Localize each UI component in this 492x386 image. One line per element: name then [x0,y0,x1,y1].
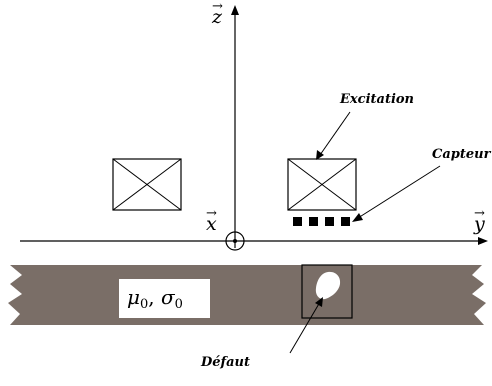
sigma-symbol: σ [161,285,175,309]
x-axis-dot [233,239,237,243]
z-vector-arrow: → [212,0,223,14]
defect-window [301,264,353,319]
defaut-label: Défaut [201,355,251,370]
excitation-leader-arrowhead [316,150,324,160]
defaut-leader-arrowhead [315,297,323,307]
defaut-leader [289,301,321,354]
mu-symbol: μ [127,285,140,309]
material-properties: μ0, σ0 [127,285,183,312]
x-axis-label: → x [206,206,217,235]
material-label-box [119,279,210,318]
coil-right-excitation [287,158,357,211]
z-label-text: z [212,6,223,28]
capteur-leader [357,165,441,219]
x-vector-arrow: → [206,206,217,221]
y-axis-arrowhead [478,237,488,245]
capteur-leader-arrowhead [352,213,363,222]
z-axis-label: → z [212,0,223,28]
sigma-subscript: 0 [174,297,183,312]
y-vector-arrow: → [474,206,485,221]
x-axis-out-of-plane-symbol [225,231,245,251]
x-label-text: x [206,213,217,235]
defect-void [315,271,341,300]
excitation-label: Excitation [340,92,415,107]
specimen-plate [8,265,486,325]
z-axis-arrowhead [231,5,239,15]
sensor-array [293,217,350,226]
capteur-label: Capteur [432,147,491,162]
mu-subscript: 0 [140,297,149,312]
y-axis-label: → y [474,206,485,235]
material-separator: , [148,285,161,309]
y-label-text: y [474,213,485,235]
excitation-leader [319,111,351,156]
coil-left [112,158,182,211]
